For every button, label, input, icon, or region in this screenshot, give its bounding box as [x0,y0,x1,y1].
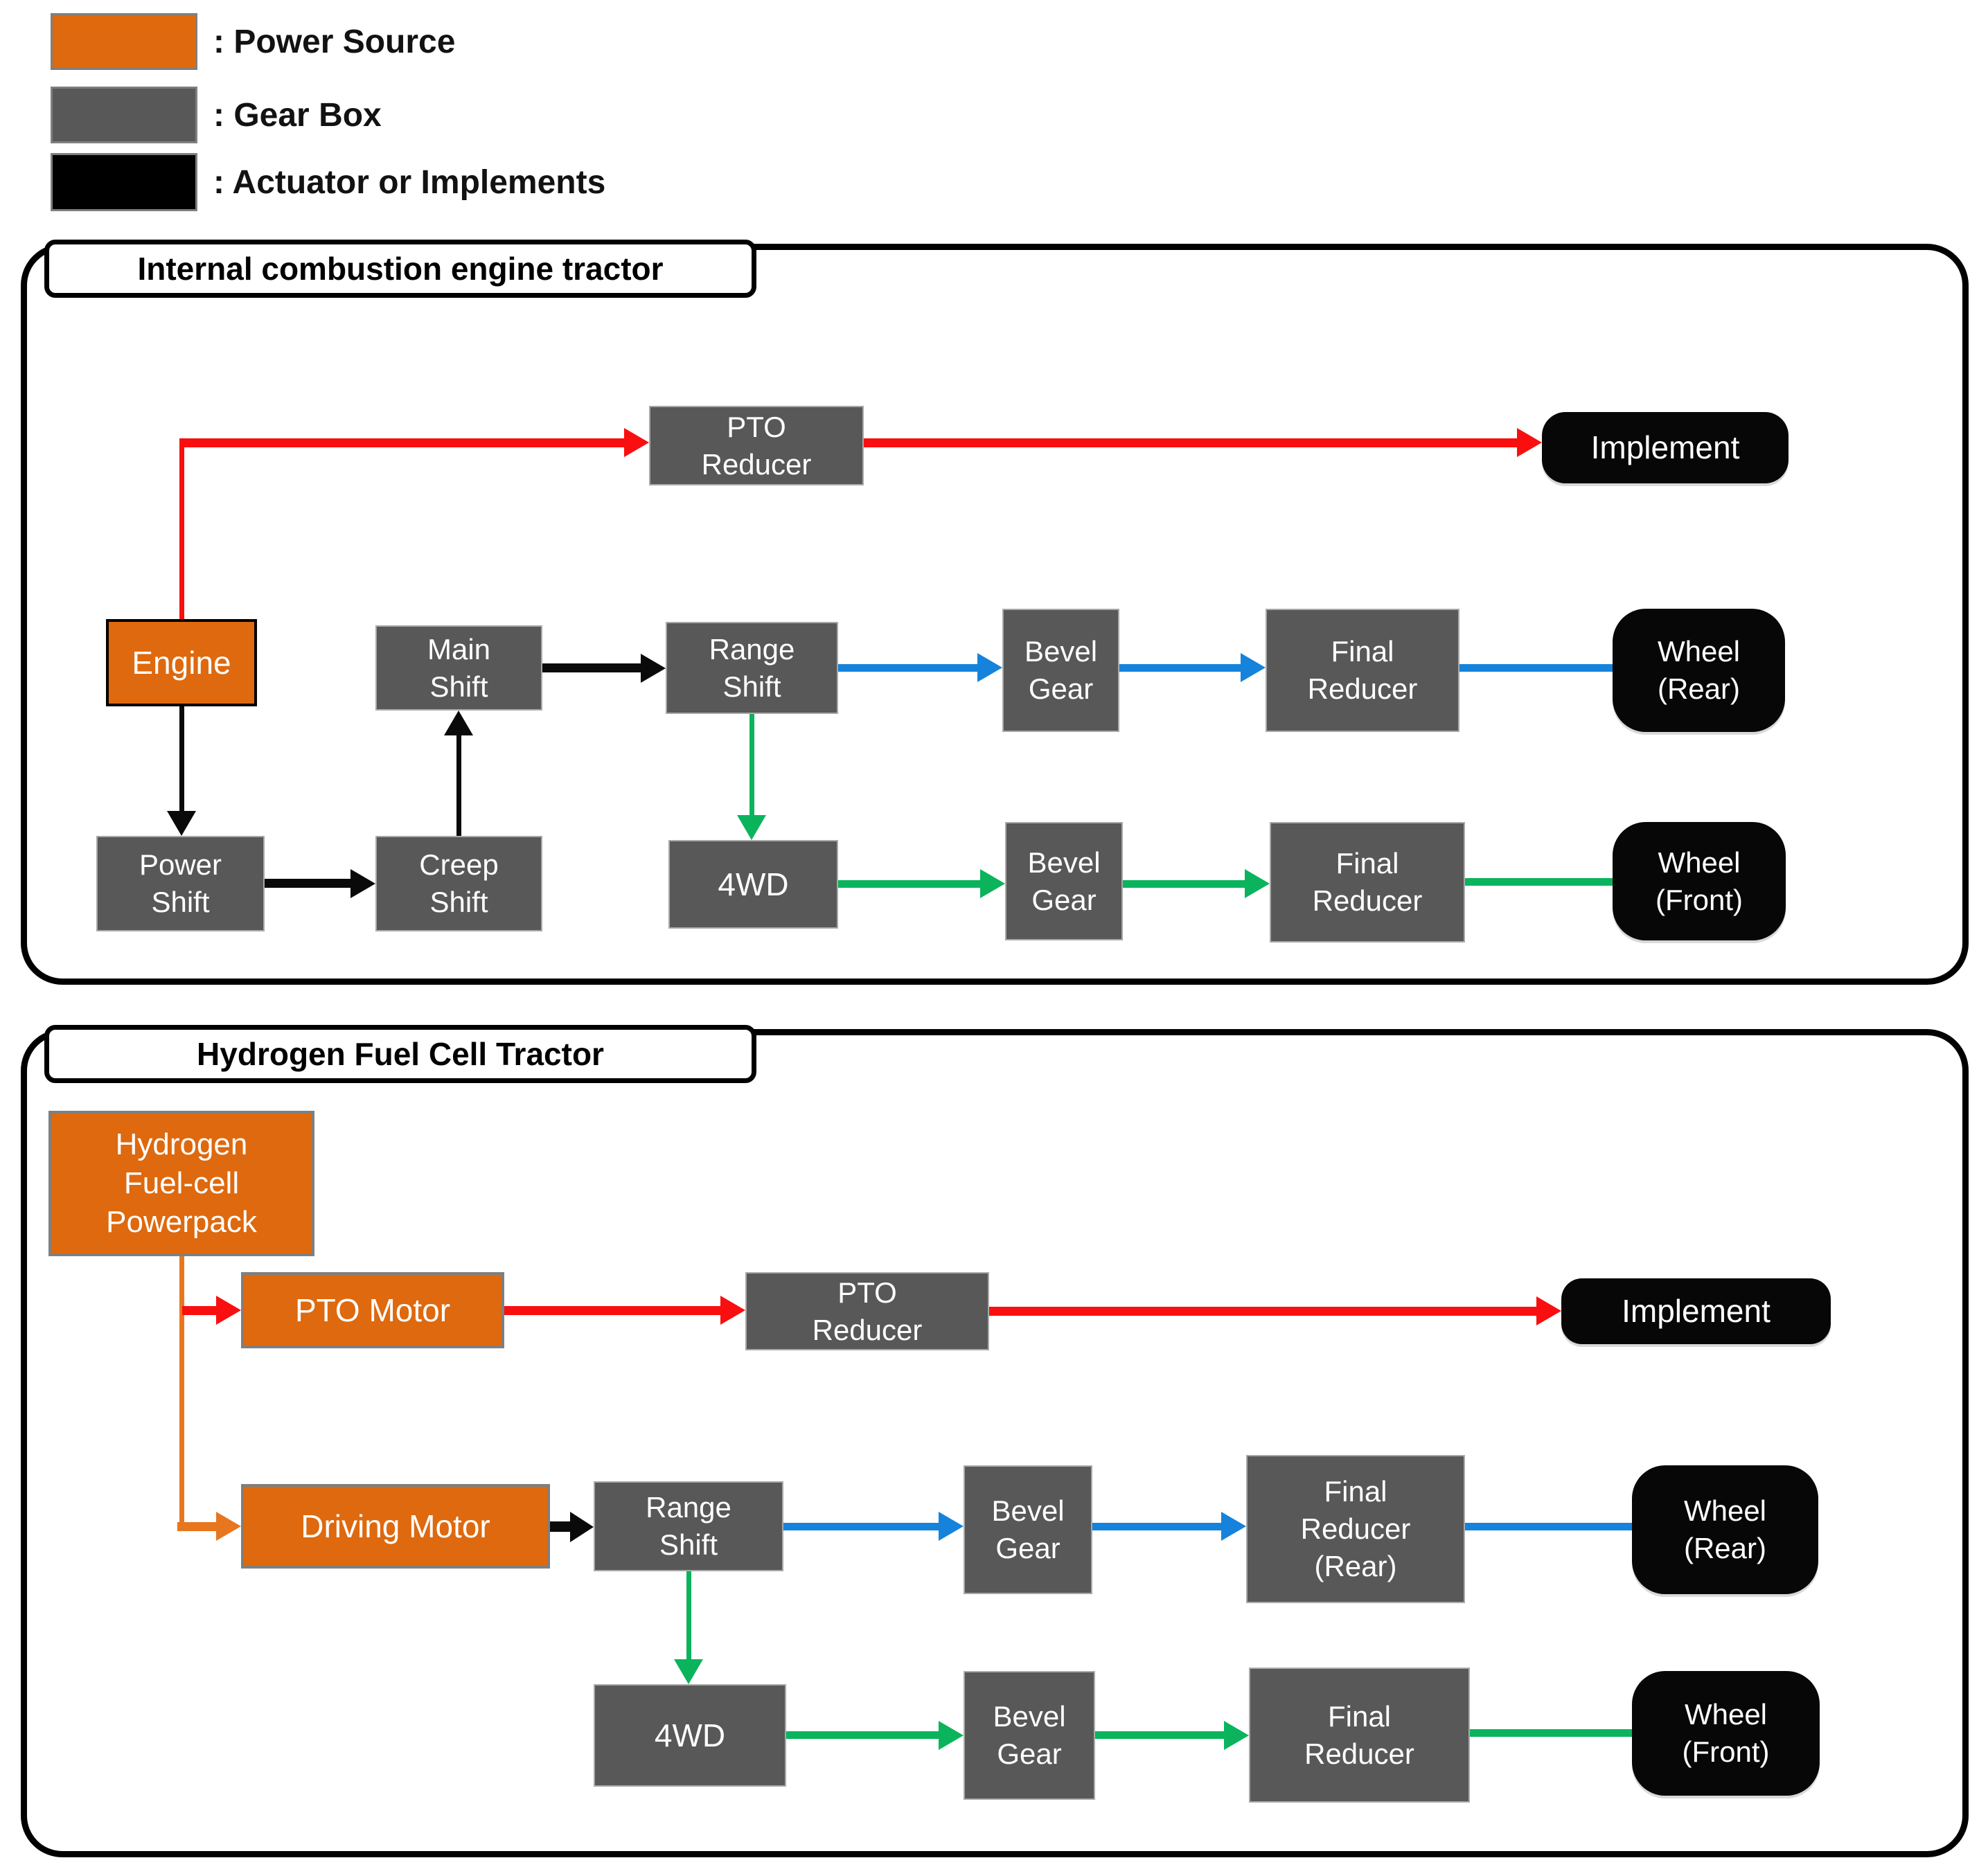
node-bevel-gear-front-hfc: Bevel Gear [964,1671,1095,1800]
node-wheel-rear-hfc: Wheel (Rear) [1632,1465,1818,1594]
arrow-main-shift-to-range-shift [542,663,641,672]
arrow-range-shift-to-bevel-rear-hfc [783,1523,939,1530]
arrowhead-to-bevel-rear-ice [977,653,1002,682]
arrowhead-to-4wd-ice [737,815,766,840]
arrowhead-to-range-shift-hfc [570,1512,594,1542]
arrowhead-to-main-shift [444,711,473,735]
line-final-to-wheel-front-hfc [1470,1729,1632,1737]
arrowhead-to-pto-motor [216,1296,241,1325]
arrowhead-to-range-shift-ice [641,654,666,683]
arrow-engine-to-pto-reducer-line [179,438,624,447]
arrowhead-to-bevel-rear-hfc [939,1512,964,1541]
node-final-reducer-rear-ice: Final Reducer [1266,609,1459,732]
node-main-shift: Main Shift [375,625,542,711]
arrow-driving-motor-to-range-shift [550,1521,570,1532]
node-bevel-gear-rear-ice: Bevel Gear [1002,609,1119,732]
node-range-shift-ice: Range Shift [666,622,838,714]
legend-swatch-power-source [51,13,197,70]
node-implement-ice: Implement [1542,412,1789,483]
arrow-creep-shift-to-main-shift-line [456,735,461,836]
arrowhead-to-4wd-hfc [674,1659,703,1684]
node-final-reducer-rear-hfc: Final Reducer (Rear) [1246,1455,1465,1603]
arrow-bevel-to-final-front-ice [1123,880,1245,888]
node-final-reducer-front-ice: Final Reducer [1270,822,1465,943]
node-4wd-hfc: 4WD [594,1684,786,1787]
arrow-powerpack-to-pto-motor-line [182,1306,216,1315]
arrow-engine-to-power-shift-line [179,706,184,811]
arrowhead-to-creep-shift [350,869,375,898]
arrow-pto-reducer-to-implement-ice [864,438,1517,447]
arrowhead-to-implement-ice [1517,428,1542,457]
legend-label-power-source: : Power Source [213,23,456,60]
arrow-bevel-to-final-front-hfc [1095,1731,1224,1739]
node-pto-reducer-hfc: PTO Reducer [745,1272,989,1350]
node-wheel-rear-ice: Wheel (Rear) [1613,609,1785,732]
node-hydrogen-powerpack: Hydrogen Fuel-cell Powerpack [48,1111,314,1256]
node-pto-reducer-ice: PTO Reducer [649,406,864,485]
node-range-shift-hfc: Range Shift [594,1481,783,1571]
arrow-power-shift-to-creep-shift [265,879,350,888]
node-pto-motor: PTO Motor [241,1272,504,1348]
arrow-range-shift-to-4wd-line-hfc [686,1571,691,1659]
arrowhead-to-bevel-front-hfc [939,1721,964,1750]
node-final-reducer-front-hfc: Final Reducer [1249,1668,1470,1803]
arrow-4wd-to-bevel-front-ice [838,880,980,888]
arrowhead-to-final-front-ice [1245,869,1270,898]
panel-hfc-title: Hydrogen Fuel Cell Tractor [44,1025,756,1083]
legend-swatch-gear-box [51,87,197,143]
node-bevel-gear-rear-hfc: Bevel Gear [964,1465,1092,1594]
arrow-engine-to-pto-reducer-vertical [179,438,184,619]
line-powerpack-trunk [179,1256,184,1526]
node-implement-hfc: Implement [1561,1278,1831,1344]
legend-swatch-actuator [51,153,197,211]
legend-label-actuator: : Actuator or Implements [213,163,606,201]
arrow-bevel-to-final-rear-hfc [1092,1523,1221,1530]
arrow-powerpack-to-driving-motor-line [177,1522,216,1531]
arrow-bevel-to-final-rear-ice [1119,664,1241,672]
arrow-pto-reducer-to-implement-hfc [989,1307,1536,1316]
arrow-pto-motor-to-pto-reducer [504,1306,720,1315]
arrowhead-to-final-rear-hfc [1221,1512,1246,1541]
arrowhead-to-bevel-front-ice [980,869,1005,898]
legend-label-gear-box: : Gear Box [213,96,382,134]
node-wheel-front-ice: Wheel (Front) [1613,822,1786,940]
line-final-to-wheel-rear-ice [1459,664,1613,672]
arrow-range-shift-to-4wd-line-ice [749,714,754,815]
arrow-4wd-to-bevel-front-hfc [786,1731,939,1739]
arrow-range-shift-to-bevel-rear-ice [838,664,977,672]
node-creep-shift: Creep Shift [375,836,542,931]
arrowhead-to-driving-motor [216,1512,241,1541]
panel-ice-title: Internal combustion engine tractor [44,240,756,298]
arrowhead-to-final-front-hfc [1224,1721,1249,1750]
node-engine: Engine [106,619,257,706]
arrowhead-to-final-rear-ice [1241,653,1266,682]
node-driving-motor: Driving Motor [241,1484,550,1569]
line-final-to-wheel-rear-hfc [1465,1523,1632,1530]
arrowhead-to-implement-hfc [1536,1296,1561,1325]
arrowhead-to-power-shift [167,811,196,836]
node-wheel-front-hfc: Wheel (Front) [1632,1671,1820,1796]
arrowhead-to-pto-reducer-hfc [720,1296,745,1325]
node-bevel-gear-front-ice: Bevel Gear [1005,822,1123,940]
node-4wd-ice: 4WD [668,840,838,929]
arrowhead-to-pto-reducer-ice [624,428,649,457]
node-power-shift: Power Shift [96,836,265,931]
line-final-to-wheel-front-ice [1465,878,1613,886]
